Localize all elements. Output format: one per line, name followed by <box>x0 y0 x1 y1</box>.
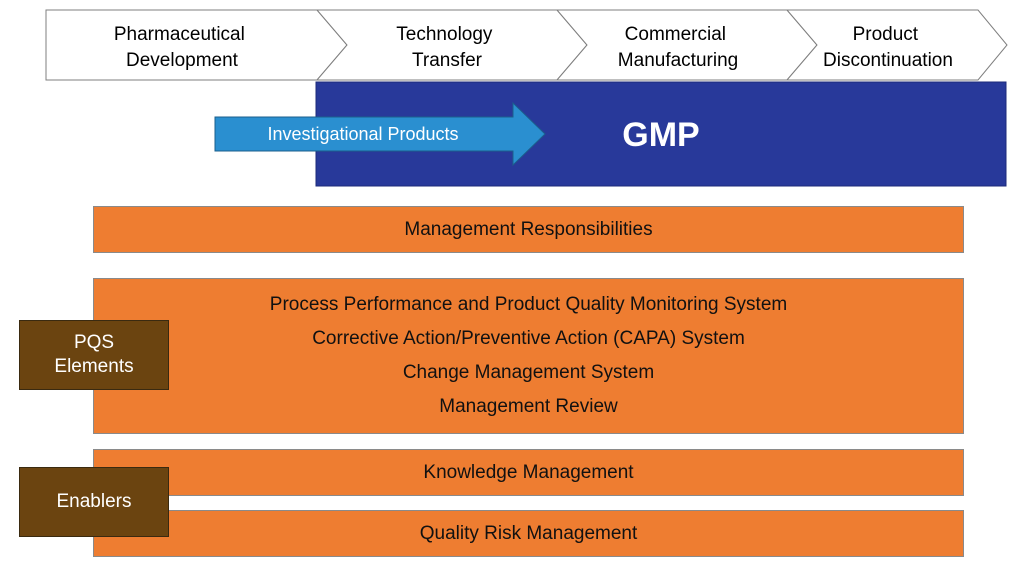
stage-label-line2: Manufacturing <box>618 50 738 71</box>
enablers-tag: Enablers <box>19 467 169 537</box>
stage-label-line1: Pharmaceutical <box>114 24 245 45</box>
pqs-elements-tag: PQS Elements <box>19 320 169 390</box>
stage-label-line1: Product <box>853 24 919 45</box>
stage-label-line2: Development <box>126 50 239 71</box>
investigational-products-arrow <box>214 101 546 167</box>
stage-label: Commercial Manufacturing <box>618 24 738 71</box>
management-responsibilities-label: Management Responsibilities <box>404 218 653 240</box>
management-responsibilities-box: Management Responsibilities <box>93 206 964 253</box>
quality-risk-management-box: Quality Risk Management <box>93 510 964 557</box>
knowledge-management-label: Knowledge Management <box>423 461 634 483</box>
stage-label-line1: Technology <box>396 24 493 45</box>
stage-label-line2: Discontinuation <box>823 50 953 71</box>
pqs-item: Management Review <box>439 396 618 417</box>
stage-label-line2: Transfer <box>412 50 483 71</box>
stage-label: Product Discontinuation <box>823 24 953 71</box>
pqs-elements-tag-line1: PQS <box>73 332 115 353</box>
pqs-item: Corrective Action/Preventive Action (CAP… <box>312 328 745 349</box>
knowledge-management-box: Knowledge Management <box>93 449 964 496</box>
stage-label-line1: Commercial <box>625 24 726 45</box>
pqs-elements-tag-line2: Elements <box>54 356 134 377</box>
stage-product-discontinuation <box>785 9 1008 81</box>
investigational-products-label: Investigational Products <box>267 124 458 144</box>
pqs-item: Process Performance and Product Quality … <box>269 294 788 315</box>
pqs-item: Change Management System <box>402 362 655 383</box>
pqs-elements-box: Process Performance and Product Quality … <box>93 278 964 434</box>
stage-label: Pharmaceutical Development <box>114 24 250 71</box>
gmp-label: GMP <box>622 116 699 154</box>
enablers-tag-label: Enablers <box>56 491 132 512</box>
lifecycle-band: Pharmaceutical Development Technology Tr… <box>45 9 1008 81</box>
quality-risk-management-label: Quality Risk Management <box>419 522 638 544</box>
stage-label: Technology Transfer <box>396 24 497 71</box>
